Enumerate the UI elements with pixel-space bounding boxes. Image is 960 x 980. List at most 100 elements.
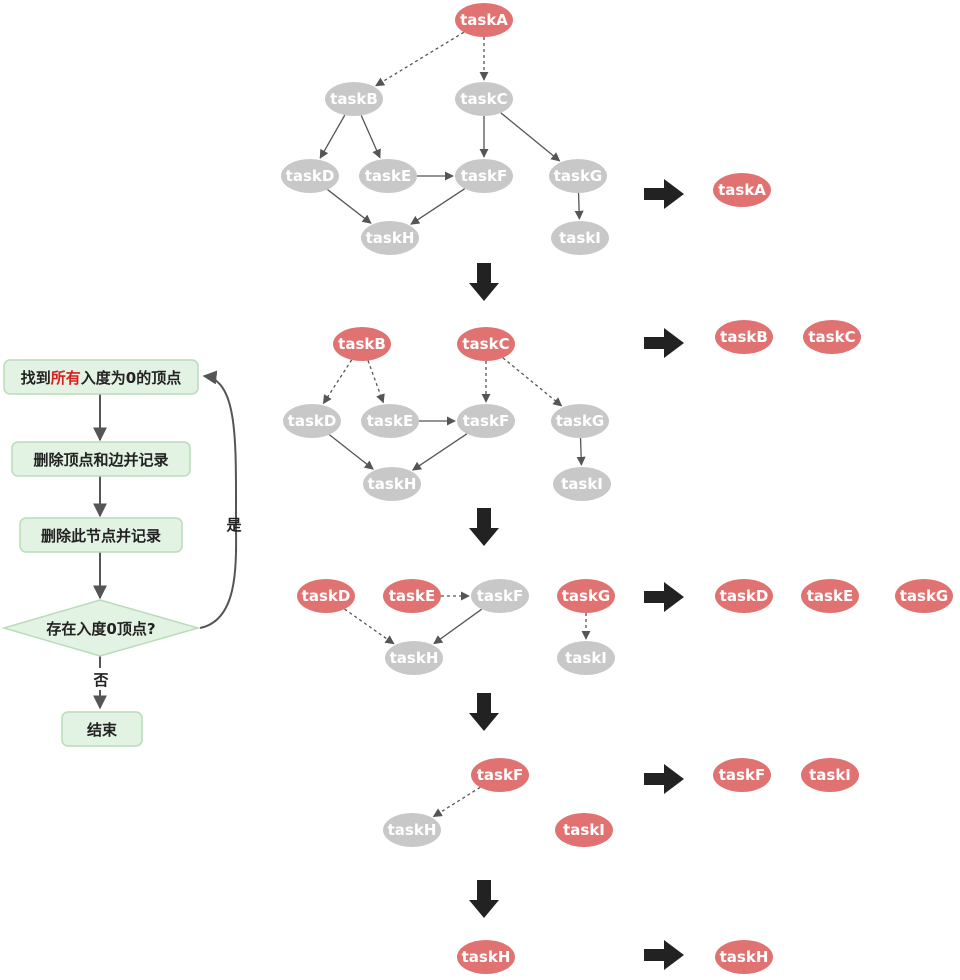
stage-2-node-taskB: taskB <box>333 327 391 361</box>
flow-step-end-label: 结束 <box>87 721 118 739</box>
stage-3-edge-taskF-taskH <box>433 608 483 645</box>
stage-3-node-taskE-shape <box>383 579 441 613</box>
stage-1-node-taskC: taskC <box>455 82 513 116</box>
stage-5-node-taskH: taskH <box>457 940 515 974</box>
stage-4-result-taskI: taskI <box>801 758 859 792</box>
stage-4-node-taskI-label: taskI <box>563 821 605 839</box>
stage-4-node-taskH-label: taskH <box>388 821 437 839</box>
stage-3-node-taskD: taskD <box>297 579 355 613</box>
stage-2-node-taskB-shape <box>333 327 391 361</box>
stage-1-node-taskD-shape <box>281 159 339 193</box>
stage-1-node-taskI: taskI <box>551 221 609 255</box>
stage-2-node-taskG-label: taskG <box>556 412 605 430</box>
stage-1-next-arrow <box>469 263 499 301</box>
stage-1-node-taskA: taskA <box>455 3 513 37</box>
stage-3-next-arrow <box>469 693 499 731</box>
stage-1-result-taskA-label: taskA <box>718 181 766 199</box>
stage-1-edge-taskG-taskI <box>574 192 584 220</box>
stage-4-result-arrow <box>644 764 684 794</box>
stage-4-edge-taskF-taskH <box>432 786 481 818</box>
stage-1-node-taskI-label: taskI <box>559 229 601 247</box>
stage-5-node-taskH-shape <box>457 940 515 974</box>
stage-1-node-taskA-shape <box>455 3 513 37</box>
stage-1-node-taskG-shape <box>549 159 607 193</box>
stage-1-node-taskC-shape <box>455 82 513 116</box>
stage-2-node-taskG: taskG <box>551 404 609 438</box>
stage-1-node-taskB-shape <box>325 82 383 116</box>
stage-4-node-taskI: taskI <box>555 813 613 847</box>
stage-1-edge-taskA-taskB <box>375 31 465 87</box>
stage-2-node-taskE: taskE <box>361 404 419 438</box>
stage-2-node-taskC: taskC <box>457 327 515 361</box>
stage-2-node-taskC-label: taskC <box>462 335 509 353</box>
stage-2-result-taskB: taskB <box>715 320 773 354</box>
stage-3-result-taskG-shape <box>895 579 953 613</box>
stage-3-result-taskD: taskD <box>715 579 773 613</box>
stage-1-node-taskF: taskF <box>455 159 513 193</box>
stage-1-edge-taskF-taskH <box>410 188 466 225</box>
stage-1-node-taskE-label: taskE <box>365 167 411 185</box>
stage-3-node-taskG: taskG <box>557 579 615 613</box>
stage-3-node-taskF-label: taskF <box>477 587 523 605</box>
flow-step-end <box>61 711 143 747</box>
stage-4-node-taskI-shape <box>555 813 613 847</box>
stage-2-edge-taskB-taskE <box>367 360 385 404</box>
stage-1-node-taskH-shape <box>361 221 419 255</box>
stage-1-node-taskE: taskE <box>359 159 417 193</box>
stage-2-edge-taskB-taskD <box>322 359 353 405</box>
stage-5-result-taskH: taskH <box>715 940 773 974</box>
stage-2-node-taskI: taskI <box>553 467 611 501</box>
stage-1-node-taskC-label: taskC <box>460 90 507 108</box>
stage-5: taskH taskH <box>457 940 773 974</box>
stage-2-result-arrow <box>644 328 684 358</box>
stage-1-node-taskA-label: taskA <box>460 11 508 29</box>
stage-4: taskF taskH taskI taskF taskI <box>383 758 859 918</box>
stage-1-node-taskB-label: taskB <box>330 90 378 108</box>
stage-2-node-taskH-label: taskH <box>368 475 417 493</box>
stage-4-node-taskF-shape <box>471 758 529 792</box>
stage-2-edge-taskG-taskI <box>576 437 586 466</box>
stage-3-node-taskD-label: taskD <box>302 587 351 605</box>
stage-5-node-taskH-label: taskH <box>462 948 511 966</box>
stage-3-node-taskD-shape <box>297 579 355 613</box>
stage-4-node-taskF: taskF <box>471 758 529 792</box>
stage-3-result-taskE-shape <box>801 579 859 613</box>
stage-3-node-taskG-label: taskG <box>562 587 611 605</box>
stage-3-node-taskI: taskI <box>557 641 615 675</box>
stage-2-node-taskC-shape <box>457 327 515 361</box>
stage-1-result-arrow <box>644 179 684 209</box>
stage-3-node-taskI-label: taskI <box>565 649 607 667</box>
stage-4-result-taskI-label: taskI <box>809 766 851 784</box>
stage-1-node-taskH: taskH <box>361 221 419 255</box>
stages-layer: taskA taskB taskC taskD taskE taskF taskG taskH… <box>281 3 953 974</box>
stage-1-node-taskF-label: taskF <box>461 167 507 185</box>
stage-3-node-taskE: taskE <box>383 579 441 613</box>
stage-3-node-taskF-shape <box>471 579 529 613</box>
stage-4-node-taskF-label: taskF <box>477 766 523 784</box>
flow-step-delete-edges <box>11 441 191 477</box>
stage-2-node-taskD-shape <box>283 404 341 438</box>
stage-3-result-arrow <box>644 582 684 612</box>
stage-1-node-taskF-shape <box>455 159 513 193</box>
stage-2-node-taskE-shape <box>361 404 419 438</box>
stage-4-result-taskF-label: taskF <box>719 766 765 784</box>
stage-3-result-taskE-label: taskE <box>807 587 853 605</box>
stage-3-node-taskI-shape <box>557 641 615 675</box>
flow-no-label: 否 <box>92 671 108 689</box>
stage-1-edge-taskB-taskE <box>360 115 381 159</box>
flow-loop-arrow <box>199 370 238 629</box>
stage-1-node-taskD-label: taskD <box>286 167 335 185</box>
stage-1-node-taskI-shape <box>551 221 609 255</box>
stage-2-edge-taskC-taskG <box>502 357 563 407</box>
stage-2-node-taskF-label: taskF <box>463 412 509 430</box>
stage-2-result-taskB-label: taskB <box>720 328 768 346</box>
stage-4-next-arrow <box>469 880 499 918</box>
stage-2-node-taskF-shape <box>457 404 515 438</box>
flow-decision <box>1 599 201 657</box>
stage-3-node-taskH-label: taskH <box>390 649 439 667</box>
stage-2-result-taskB-shape <box>715 320 773 354</box>
flow-step-delete-node <box>19 517 183 553</box>
stage-5-result-taskH-label: taskH <box>720 948 769 966</box>
stage-2-node-taskH: taskH <box>363 467 421 501</box>
